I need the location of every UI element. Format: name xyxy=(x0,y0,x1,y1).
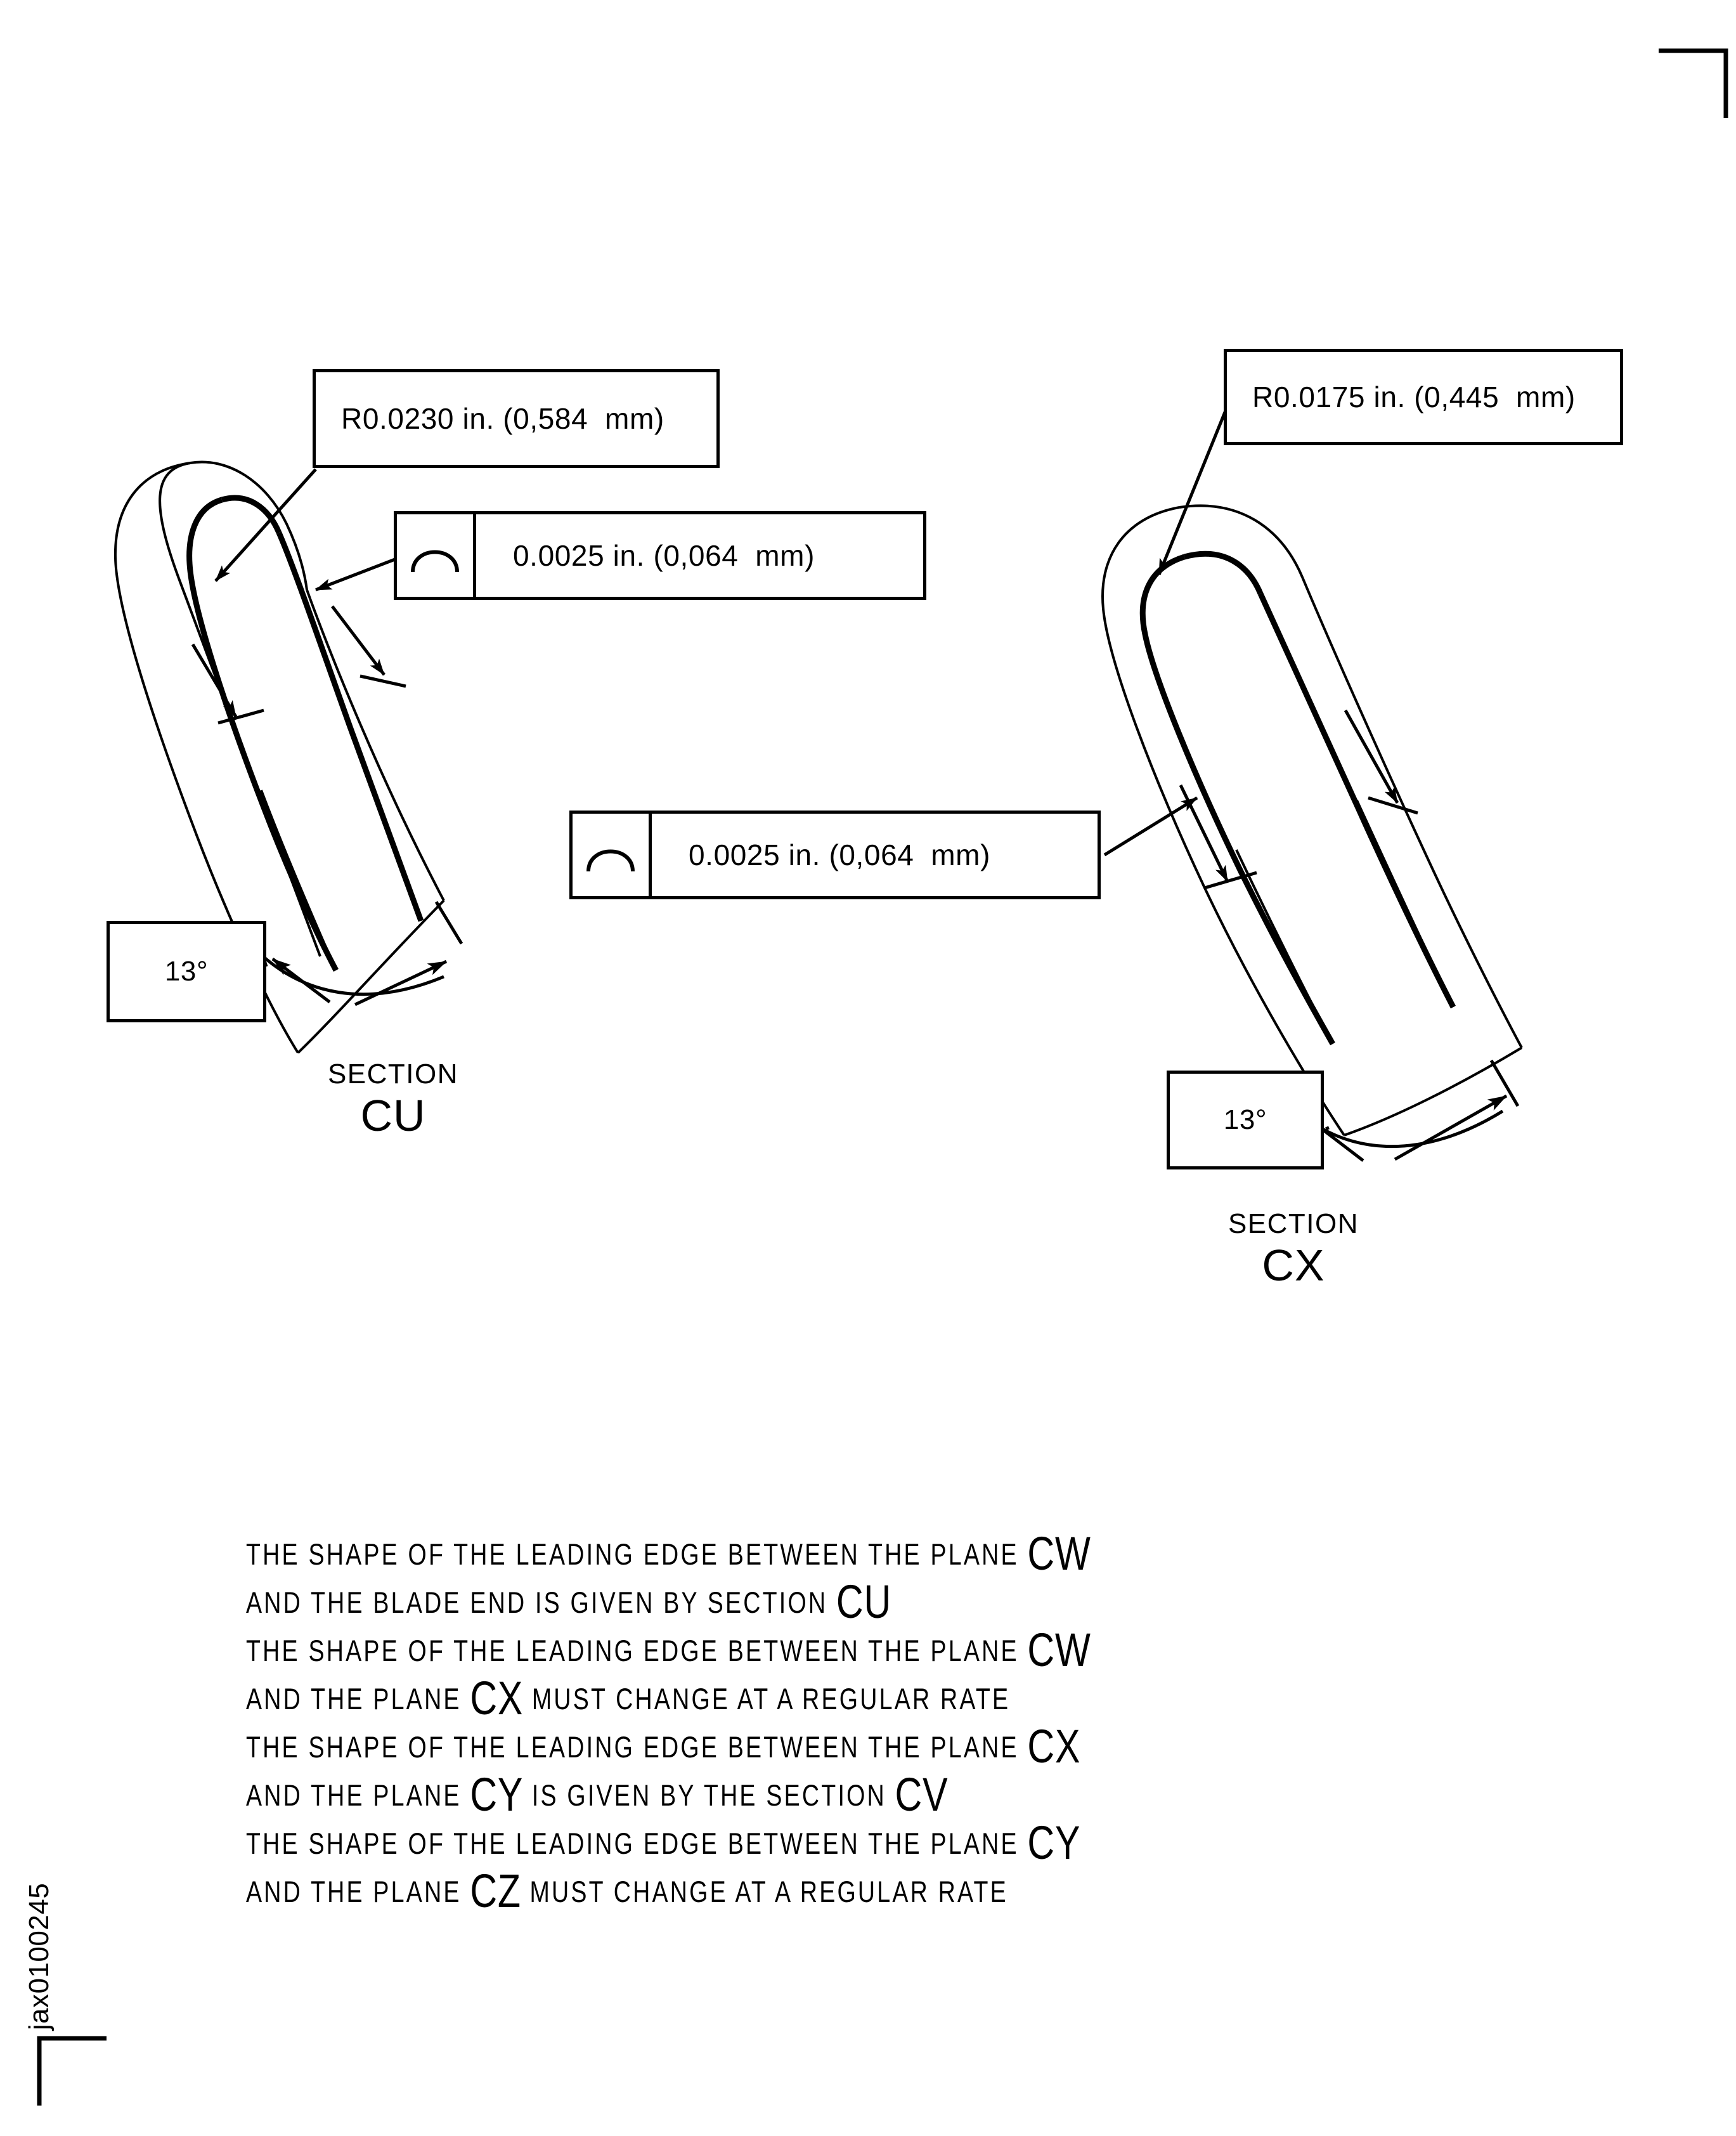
note-line-plane: CX xyxy=(470,1672,524,1724)
section-title-cu-word: SECTION xyxy=(327,1058,459,1090)
callout-angle-cu[interactable]: 13° xyxy=(107,921,266,1022)
cu-tolerance-outline-tail xyxy=(297,899,445,1054)
note-line: THE SHAPE OF THE LEADING EDGE BETWEEN TH… xyxy=(246,1814,1159,1867)
note-line-lead: AND THE PLANE xyxy=(246,1682,470,1716)
note-line-plane: CW xyxy=(1027,1624,1091,1676)
cu-zone-arrow-left xyxy=(191,643,238,718)
callout-radius-cx[interactable]: R0.0175 in. (0,445 mm) xyxy=(1224,349,1623,445)
cx-tolerance-outline-tail xyxy=(1344,1046,1523,1136)
note-line-lead: AND THE PLANE xyxy=(246,1875,470,1908)
section-title-cx-code: CX xyxy=(1262,1241,1325,1290)
cx-zone-arrow-left xyxy=(1179,784,1229,883)
section-title-cx: SECTION CX xyxy=(1179,1208,1408,1290)
cu-tolerance-outline-tail2 xyxy=(306,589,445,901)
cu-profile-leader xyxy=(315,556,399,592)
cx-tolerance-outline-tip xyxy=(1179,504,1304,578)
section-cx-geometry xyxy=(1101,405,1523,1162)
note-line-lead: THE SHAPE OF THE LEADING EDGE BETWEEN TH… xyxy=(246,1730,1028,1764)
cu-blade-profile-tip xyxy=(221,495,282,534)
callout-radius-cu-text: R0.0230 in. (0,584 mm) xyxy=(341,402,664,435)
cu-flank-tick-left xyxy=(217,708,264,725)
cx-tolerance-outline xyxy=(1101,506,1345,1136)
corner-mark-top-right xyxy=(1659,48,1728,118)
callout-angle-cx[interactable]: 13° xyxy=(1167,1071,1324,1169)
corner-mark-bottom-left xyxy=(37,2036,107,2106)
cu-blade-profile-left xyxy=(186,497,339,972)
callout-radius-cu[interactable]: R0.0230 in. (0,584 mm) xyxy=(313,369,720,468)
note-line-mid: IS GIVEN BY THE SECTION xyxy=(523,1778,895,1812)
note-line: AND THE BLADE END IS GIVEN BY SECTION CU xyxy=(246,1573,1159,1626)
note-line-plane: CX xyxy=(1027,1720,1081,1773)
profile-of-a-line-icon xyxy=(397,514,476,597)
cx-blade-profile-left xyxy=(1139,554,1335,1046)
note-line: THE SHAPE OF THE LEADING EDGE BETWEEN TH… xyxy=(246,1525,1159,1578)
note-line-mid: MUST CHANGE AT A REGULAR RATE xyxy=(521,1875,1008,1908)
note-line-plane: CY xyxy=(470,1768,524,1821)
note-line: AND THE PLANE CZ MUST CHANGE AT A REGULA… xyxy=(246,1862,1159,1915)
callout-angle-cx-text: 13° xyxy=(1223,1104,1267,1135)
cu-zone-arrow-right xyxy=(331,605,385,676)
callout-profile-cu-value: 0.0025 in. (0,064 mm) xyxy=(513,539,815,572)
cx-angle-leader xyxy=(1325,1126,1330,1131)
note-line-lead: AND THE PLANE xyxy=(246,1778,470,1812)
cu-radius-leader xyxy=(214,468,317,582)
cx-flank-tick-right xyxy=(1368,796,1418,815)
cx-blade-skin-right xyxy=(1356,800,1454,1008)
notes-block: THE SHAPE OF THE LEADING EDGE BETWEEN TH… xyxy=(246,1525,1387,1915)
cu-angle-arc xyxy=(255,949,444,996)
callout-profile-cx[interactable]: 0.0025 in. (0,064 mm) xyxy=(569,811,1101,899)
section-title-cu-code: CU xyxy=(360,1091,426,1140)
cu-flank-tick-right xyxy=(360,674,406,688)
cx-tolerance-outline-right xyxy=(1301,576,1523,1048)
note-line-lead: THE SHAPE OF THE LEADING EDGE BETWEEN TH… xyxy=(246,1537,1028,1571)
cx-radius-leader xyxy=(1157,405,1229,575)
cu-angle-witness-right xyxy=(434,901,463,945)
cx-angle-arrow-b xyxy=(1394,1094,1508,1161)
callout-radius-cx-text: R0.0175 in. (0,445 mm) xyxy=(1252,381,1576,414)
drawing-id: jax0100245 xyxy=(23,1882,55,2031)
note-line: AND THE PLANE CX MUST CHANGE AT A REGULA… xyxy=(246,1669,1159,1722)
cu-angle-arrow-a xyxy=(271,958,331,1003)
note-line: AND THE PLANE CY IS GIVEN BY THE SECTION… xyxy=(246,1766,1159,1819)
cx-flank-tick-left xyxy=(1204,871,1257,890)
note-line-lead: AND THE BLADE END IS GIVEN BY SECTION xyxy=(246,1586,836,1619)
note-line-lead: THE SHAPE OF THE LEADING EDGE BETWEEN TH… xyxy=(246,1634,1028,1667)
cx-zone-arrow-right xyxy=(1344,709,1399,804)
section-title-cu: SECTION CU xyxy=(279,1060,507,1138)
note-line: THE SHAPE OF THE LEADING EDGE BETWEEN TH… xyxy=(246,1621,1159,1674)
cx-profile-leader xyxy=(1103,796,1198,857)
note-line-plane: CZ xyxy=(470,1865,521,1917)
cx-angle-witness-right xyxy=(1489,1059,1520,1107)
note-line-plane2: CV xyxy=(895,1768,949,1821)
cx-blade-profile-tip xyxy=(1183,550,1264,595)
note-line-mid: MUST CHANGE AT A REGULAR RATE xyxy=(523,1682,1011,1716)
section-title-cx-word: SECTION xyxy=(1228,1208,1359,1239)
note-line-lead: THE SHAPE OF THE LEADING EDGE BETWEEN TH… xyxy=(246,1827,1028,1860)
cu-blade-skin-right xyxy=(351,730,422,921)
profile-of-a-line-icon xyxy=(573,814,652,896)
note-line-plane: CU xyxy=(836,1575,892,1628)
cx-blade-skin-left xyxy=(1235,849,1334,1045)
note-line-plane: CY xyxy=(1027,1816,1081,1869)
callout-angle-cu-text: 13° xyxy=(164,956,209,987)
cu-blade-skin-left xyxy=(260,790,337,971)
callout-profile-cu[interactable]: 0.0025 in. (0,064 mm) xyxy=(394,511,926,600)
note-line: THE SHAPE OF THE LEADING EDGE BETWEEN TH… xyxy=(246,1717,1159,1771)
note-line-plane: CW xyxy=(1027,1527,1091,1580)
callout-profile-cx-value: 0.0025 in. (0,064 mm) xyxy=(689,838,990,871)
cu-angle-arrow-b xyxy=(354,960,448,1006)
